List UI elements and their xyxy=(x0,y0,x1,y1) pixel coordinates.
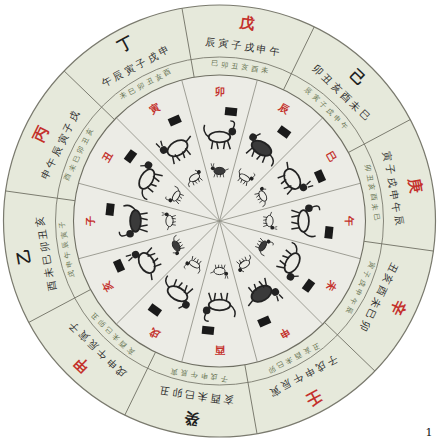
animal-figure xyxy=(273,156,313,199)
branch-label: 戌 xyxy=(148,326,162,340)
animal-figure xyxy=(183,255,205,276)
stem-character: 己 xyxy=(347,67,368,88)
sector-divider xyxy=(182,221,220,362)
animal-figure xyxy=(156,127,199,167)
animal-figure xyxy=(291,204,319,236)
stem-character: 癸 xyxy=(183,410,200,427)
branch-label: 酉 xyxy=(215,345,225,355)
sector-divider xyxy=(182,8,194,77)
animal-figure xyxy=(183,168,205,188)
sector-divider xyxy=(220,221,323,324)
hexagram-tile xyxy=(257,315,271,327)
branch-sequence: 酉未巳卯丑亥 xyxy=(34,212,57,291)
stem-character: 辛 xyxy=(388,298,408,318)
hexagram-tile xyxy=(302,278,316,292)
animal-figure xyxy=(263,212,277,230)
branch-sequence: 亥酉未巳卯丑 xyxy=(156,385,235,406)
animal-figure xyxy=(253,185,273,207)
animal-figure xyxy=(241,129,283,167)
hexagram-tile xyxy=(277,125,291,139)
ring-circle xyxy=(56,57,384,385)
branch-label: 亥 xyxy=(101,279,115,293)
sector-divider xyxy=(348,120,410,153)
animal-figure xyxy=(126,243,166,286)
stem-character: 甲 xyxy=(71,354,92,375)
branch-label: 巳 xyxy=(324,150,338,164)
hexagram-tile xyxy=(124,149,138,163)
branch-sequence: 辰寅子戌申午 xyxy=(205,36,284,57)
animal-figure xyxy=(119,205,147,237)
hexagram-tile xyxy=(113,259,125,273)
branch-label: 辰 xyxy=(277,102,291,116)
branch-label: 申 xyxy=(277,326,291,340)
branch-label: 子 xyxy=(86,216,96,226)
inner-branch-sequence: 巳卯丑亥酉未 xyxy=(211,60,271,75)
branch-label: 午 xyxy=(344,216,354,226)
animal-figure xyxy=(234,254,256,274)
inner-branch-sequence: 子戌申午辰寅 xyxy=(168,367,228,382)
branch-sequence: 申午辰寅子戌 xyxy=(40,107,83,181)
animal-figure xyxy=(253,235,274,257)
hexagram-tile xyxy=(148,303,162,317)
animal-figure xyxy=(211,163,229,177)
stem-character: 丁 xyxy=(116,35,136,55)
inner-branch-sequence: 戌申午辰寅子 xyxy=(58,218,75,278)
animal-figure xyxy=(165,185,186,207)
branch-label: 卯 xyxy=(215,87,225,97)
branch-label: 丑 xyxy=(101,150,115,164)
figure-number: 1 xyxy=(426,427,433,438)
inner-disc xyxy=(74,75,366,367)
sector-divider xyxy=(116,118,219,221)
animal-figure xyxy=(166,235,186,257)
branch-sequence: 午辰寅子戌申 xyxy=(100,43,174,88)
hexagram-tile xyxy=(324,226,333,239)
sector-divider xyxy=(220,183,361,221)
hexagram-tile xyxy=(202,326,215,335)
hexagram-tile xyxy=(314,169,326,183)
animal-figure xyxy=(240,275,283,315)
animal-figure xyxy=(210,265,228,279)
sector-divider xyxy=(220,80,258,221)
sector-divider xyxy=(116,221,219,324)
sector-divider xyxy=(220,118,323,221)
sector-divider xyxy=(245,365,257,434)
branch-label: 未 xyxy=(324,279,338,293)
inner-branch-sequence: 卯丑亥酉未巳 xyxy=(363,164,380,224)
animal-figure xyxy=(162,212,176,230)
stem-character: 庚 xyxy=(407,178,424,195)
sector-divider xyxy=(125,352,156,415)
animal-figure xyxy=(204,121,236,149)
hexagram-tile xyxy=(225,107,238,116)
animal-figure xyxy=(156,274,198,312)
sector-divider xyxy=(78,221,219,259)
animal-figure xyxy=(273,242,311,284)
hexagram-tile xyxy=(168,114,182,126)
animal-figure xyxy=(127,159,165,201)
hexagram-tile xyxy=(105,203,114,216)
sector-divider xyxy=(6,191,75,201)
stem-character: 乙 xyxy=(15,247,32,264)
stem-character: 戊 xyxy=(239,15,256,32)
outer-disc xyxy=(4,5,436,437)
stem-character: 丙 xyxy=(31,124,51,144)
sector-divider xyxy=(29,290,91,323)
branch-label: 寅 xyxy=(148,102,162,116)
animal-figure xyxy=(234,166,256,187)
branch-sequence: 子戌申午辰寅 xyxy=(265,354,339,399)
animal-figure xyxy=(203,293,235,321)
stem-character: 壬 xyxy=(303,387,323,407)
sector-divider xyxy=(364,241,433,251)
sector-divider xyxy=(284,27,315,90)
branch-sequence: 寅子戌申午辰 xyxy=(381,151,404,230)
